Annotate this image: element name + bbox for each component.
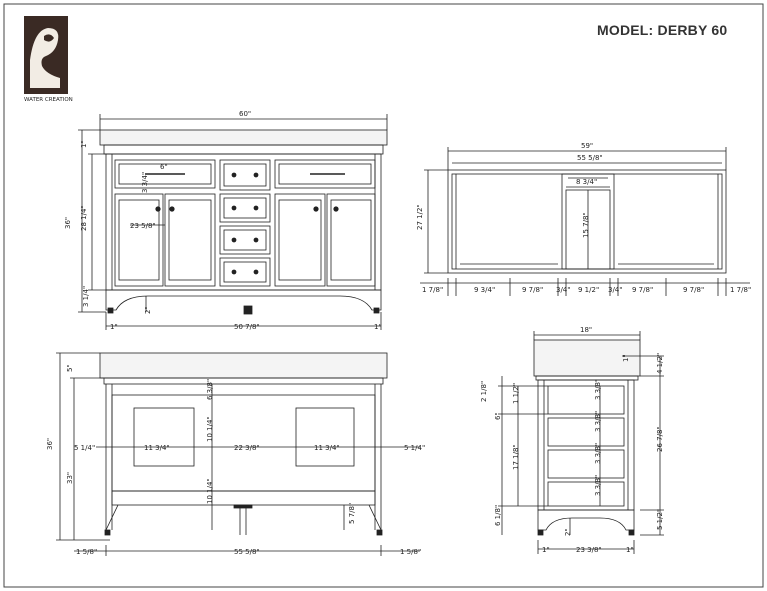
back-height-total: 36" xyxy=(46,438,54,450)
top-center-height: 15 7/8" xyxy=(582,212,590,238)
back-side-left: 5 1/4" xyxy=(74,444,95,452)
side-inner-depth: 23 3/8" xyxy=(576,546,602,554)
model-title: MODEL: DERBY 60 xyxy=(597,22,728,38)
front-body-height: 28 1/4" xyxy=(80,205,88,231)
top-bottom-dim-2: 9 7/8" xyxy=(522,286,543,294)
top-bottom-dim-1: 9 3/4" xyxy=(474,286,495,294)
logo-text: WATER CREATION xyxy=(24,97,73,103)
back-opening-left: 11 3/4" xyxy=(144,444,170,452)
front-width-top: 60" xyxy=(239,110,251,118)
back-opening-right: 11 3/4" xyxy=(314,444,340,452)
front-side-left: 1" xyxy=(110,323,118,331)
side-shelf-dim-1: 3 3/8" xyxy=(594,411,602,432)
front-drawer-height: 3 3/4" xyxy=(141,172,149,193)
top-bottom-dim-0: 1 7/8" xyxy=(422,286,443,294)
back-inner-width: 55 5/8" xyxy=(234,548,260,556)
back-mid-dim: 10 1/4" xyxy=(206,416,214,442)
side-kick: 2" xyxy=(564,528,572,536)
side-top-height: 4 1/2" xyxy=(656,353,664,374)
top-view xyxy=(420,147,750,296)
side-back-dim-1: 2 1/8" xyxy=(480,381,488,402)
top-height: 27 1/2" xyxy=(416,204,424,230)
back-plumbing: 5 7/8" xyxy=(348,503,356,524)
side-shelf-dim-0: 3 3/8" xyxy=(594,379,602,400)
front-height: 36" xyxy=(64,217,72,229)
side-drawer-height: 17 1/8" xyxy=(512,444,520,470)
side-view-labels: 18" 1" 4 1/2" 26 7/8" 5 1/2" 2 1/8" 1 1/… xyxy=(480,326,664,554)
side-back-dim-3: 6" xyxy=(494,412,502,420)
top-bottom-dim-5: 3/4" xyxy=(608,286,623,294)
side-leg-height: 5 1/2" xyxy=(656,509,664,530)
top-overall-width: 59" xyxy=(581,142,593,150)
back-body-height: 33" xyxy=(66,472,74,484)
back-foot-left: 1 5/8" xyxy=(76,548,97,556)
side-foot-height: 6 1/8" xyxy=(494,505,502,526)
top-center-gap: 8 3/4" xyxy=(576,178,597,186)
side-shelf-dim-2: 3 3/8" xyxy=(594,443,602,464)
side-depth-top: 18" xyxy=(580,326,592,334)
back-center-distance: 22 3/8" xyxy=(234,444,260,452)
top-bottom-dim-4: 9 1/2" xyxy=(578,286,599,294)
side-view xyxy=(498,331,664,554)
top-bottom-dim-3: 3/4" xyxy=(556,286,571,294)
back-top-height: 5" xyxy=(66,364,74,372)
front-leg-height: 3 1/4" xyxy=(82,286,90,307)
front-pull-width: 6" xyxy=(160,163,168,171)
top-view-labels: 59" 55 5/8" 27 1/2" 8 3/4" 15 7/8" 1 7/8… xyxy=(416,142,751,294)
side-shelf-dim-3: 3 3/8" xyxy=(594,475,602,496)
back-foot-right: 1 5/8" xyxy=(400,548,421,556)
sheet-border xyxy=(3,3,764,588)
logo: WATER CREATION xyxy=(24,16,73,103)
back-view xyxy=(56,352,420,556)
front-view xyxy=(78,114,388,330)
back-lower-dim: 10 1/4" xyxy=(206,478,214,504)
back-upper-dim: 6 3/8" xyxy=(206,379,214,400)
side-left-offset: 1" xyxy=(542,546,550,554)
top-inner-width: 55 5/8" xyxy=(577,154,603,162)
front-side-right: 1" xyxy=(374,323,382,331)
top-bottom-dim-7: 9 7/8" xyxy=(683,286,704,294)
top-bottom-dim-8: 1 7/8" xyxy=(730,286,751,294)
front-door-width: 23 5/8" xyxy=(130,222,156,230)
logo-figure-icon xyxy=(30,28,60,88)
top-bottom-dim-6: 9 7/8" xyxy=(632,286,653,294)
front-inner-width: 50 7/8" xyxy=(234,323,260,331)
side-right-offset: 1" xyxy=(626,546,634,554)
front-toe-kick: 2" xyxy=(144,306,152,314)
side-height: 26 7/8" xyxy=(656,426,664,452)
back-side-right: 5 1/4" xyxy=(404,444,425,452)
front-top-thickness: 1" xyxy=(80,140,88,148)
side-back-dim-2: 1 1/2" xyxy=(512,383,520,404)
back-view-labels: 36" 5" 33" 5 1/4" 5 1/4" 11 3/4" 22 3/8"… xyxy=(46,364,425,556)
front-view-labels: 60" 50 7/8" 36" 28 1/4" 1" 3 1/4" 23 5/8… xyxy=(64,110,382,331)
side-top-offset: 1" xyxy=(622,354,630,362)
